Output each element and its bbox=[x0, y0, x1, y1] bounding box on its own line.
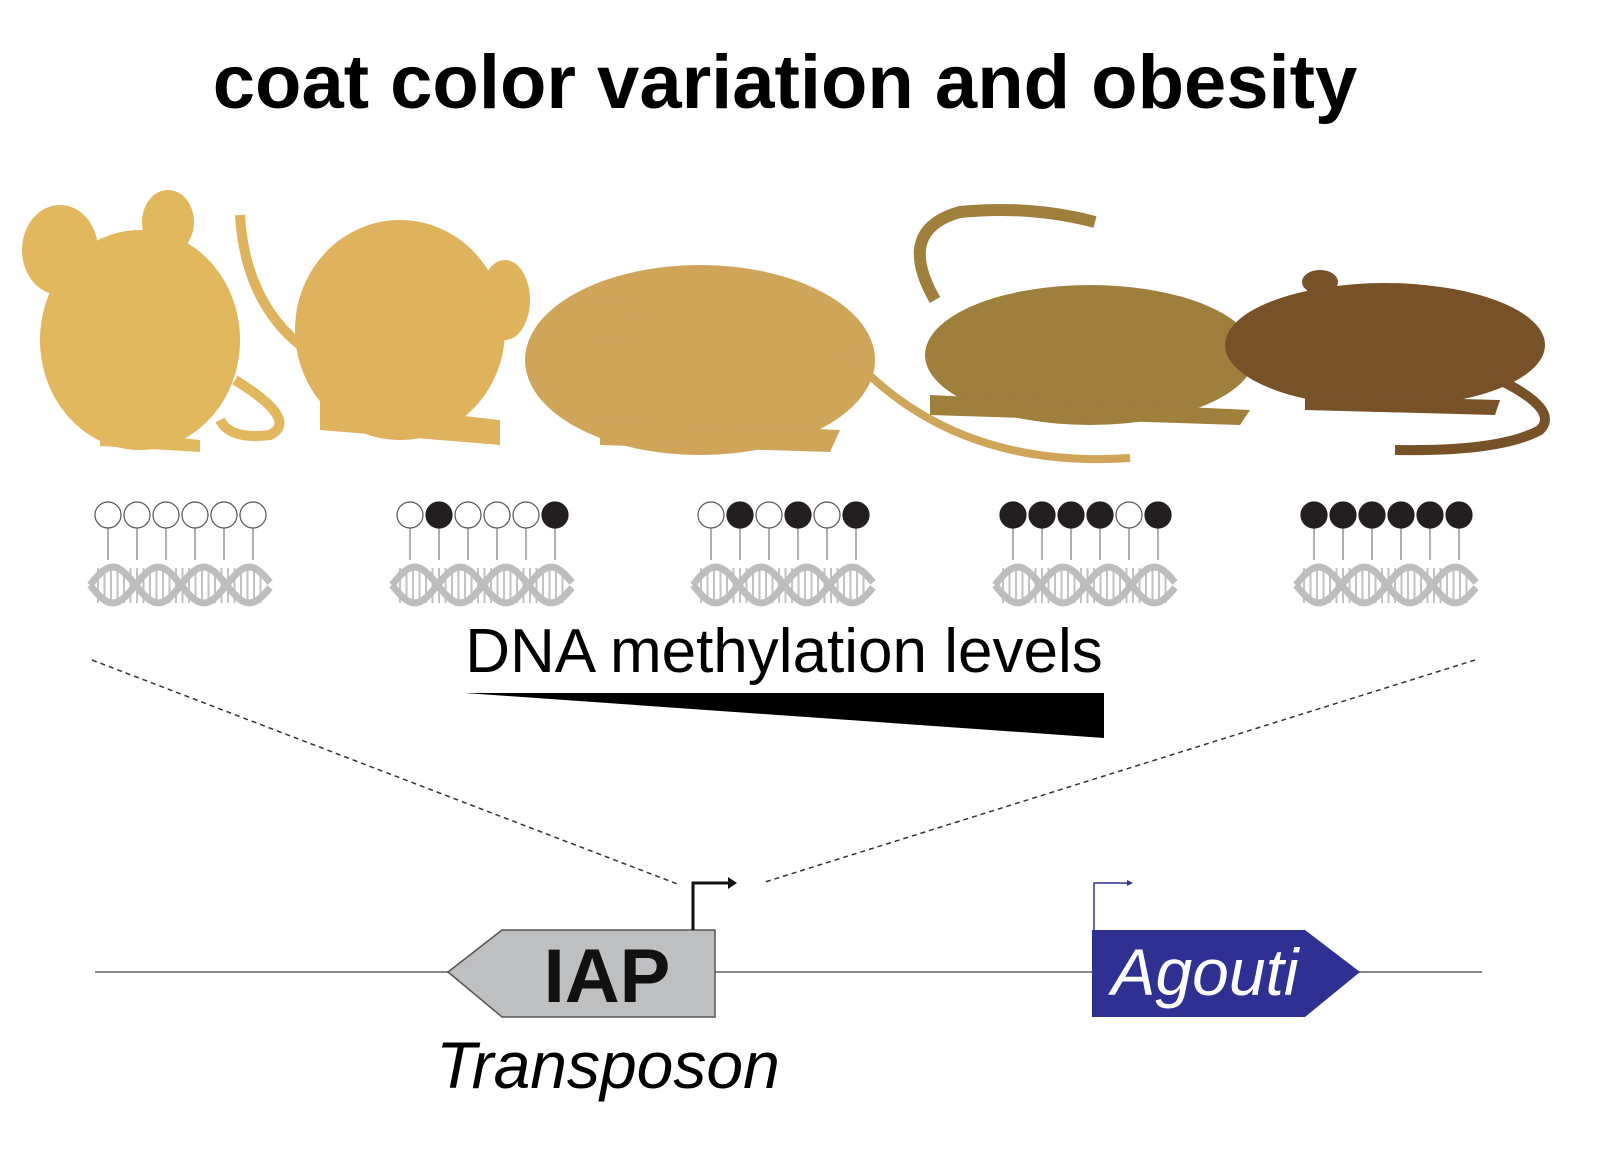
unmethylated-cpg bbox=[483, 501, 511, 529]
mice-row bbox=[22, 190, 1550, 464]
methylated-cpg bbox=[541, 501, 569, 529]
title: coat color variation and obesity bbox=[213, 40, 1358, 125]
agouti-promoter-arrow bbox=[1093, 882, 1127, 930]
dna-helix-icon bbox=[690, 563, 876, 607]
unmethylated-cpg bbox=[697, 501, 725, 529]
unmethylated-cpg bbox=[396, 501, 424, 529]
methylated-cpg bbox=[1445, 501, 1473, 529]
methylated-cpg bbox=[1086, 501, 1114, 529]
unmethylated-cpg bbox=[152, 501, 180, 529]
methylated-cpg bbox=[999, 501, 1027, 529]
agouti-label: Agouti bbox=[1107, 935, 1300, 1009]
dna-helix-icon bbox=[1293, 563, 1479, 607]
agouti-gene bbox=[1092, 930, 1360, 1017]
methylated-cpg bbox=[1057, 501, 1085, 529]
zoom-line-left bbox=[91, 659, 681, 886]
mouse-1 bbox=[22, 190, 285, 452]
methylation-group bbox=[389, 501, 575, 607]
methylated-cpg bbox=[1416, 501, 1444, 529]
unmethylated-cpg bbox=[755, 501, 783, 529]
iap-label: IAP bbox=[544, 934, 671, 1019]
unmethylated-cpg bbox=[512, 501, 540, 529]
mouse-5 bbox=[1225, 270, 1550, 456]
iap-arrowhead-icon bbox=[728, 877, 737, 889]
methylated-cpg bbox=[1329, 501, 1357, 529]
zoom-line-right bbox=[764, 659, 1476, 883]
methylation-group bbox=[1293, 501, 1479, 607]
mouse-2 bbox=[235, 214, 530, 445]
dna-helix-icon bbox=[87, 563, 273, 607]
mouse-4 bbox=[913, 204, 1255, 425]
methylation-group bbox=[992, 501, 1178, 607]
transposon-label: Transposon bbox=[436, 1028, 780, 1102]
methylated-cpg bbox=[1300, 501, 1328, 529]
methylated-cpg bbox=[842, 501, 870, 529]
methylation-gradient-wedge bbox=[465, 693, 1104, 738]
methylation-group bbox=[690, 501, 876, 607]
unmethylated-cpg bbox=[123, 501, 151, 529]
methylation-label: DNA methylation levels bbox=[465, 617, 1103, 686]
methylated-cpg bbox=[425, 501, 453, 529]
agouti-arrowhead-icon bbox=[1127, 880, 1133, 886]
iap-element bbox=[446, 929, 716, 1018]
methylation-group bbox=[87, 501, 273, 607]
dna-helix-icon bbox=[992, 563, 1178, 607]
methylated-cpg bbox=[1144, 501, 1172, 529]
mouse-3 bbox=[525, 265, 1131, 464]
dna-helix-icon bbox=[389, 563, 575, 607]
methylated-cpg bbox=[784, 501, 812, 529]
unmethylated-cpg bbox=[239, 501, 267, 529]
methylated-cpg bbox=[1387, 501, 1415, 529]
unmethylated-cpg bbox=[94, 501, 122, 529]
unmethylated-cpg bbox=[210, 501, 238, 529]
methylated-cpg bbox=[1028, 501, 1056, 529]
unmethylated-cpg bbox=[454, 501, 482, 529]
iap-promoter-arrow bbox=[691, 881, 728, 930]
methylation-panel bbox=[87, 501, 1479, 607]
unmethylated-cpg bbox=[1115, 501, 1143, 529]
methylated-cpg bbox=[1358, 501, 1386, 529]
methylated-cpg bbox=[726, 501, 754, 529]
unmethylated-cpg bbox=[181, 501, 209, 529]
unmethylated-cpg bbox=[813, 501, 841, 529]
